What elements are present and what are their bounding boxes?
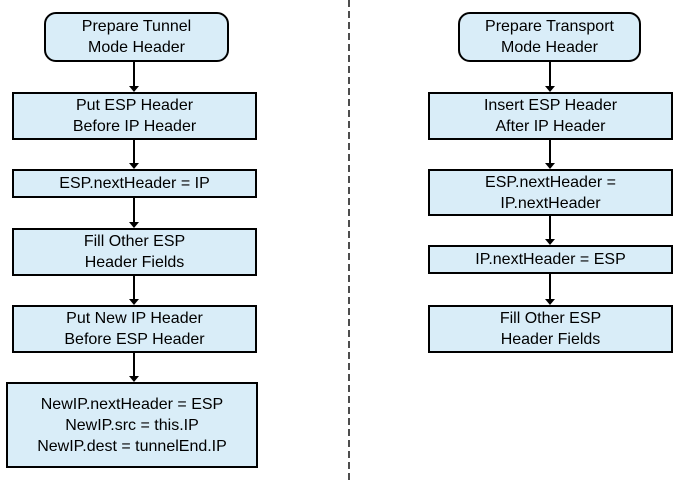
- tunnel-step-put-new-ip-header: Put New IP Header Before ESP Header: [12, 305, 257, 353]
- tunnel-step-newip-assignments: NewIP.nextHeader = ESP NewIP.src = this.…: [6, 382, 258, 468]
- tunnel-start-node: Prepare Tunnel Mode Header: [44, 12, 229, 62]
- transport-step-esp-nextheader: ESP.nextHeader = IP.nextHeader: [428, 169, 673, 216]
- tunnel-arrow-3: [133, 198, 135, 222]
- tunnel-step-esp-nextheader: ESP.nextHeader = IP: [12, 169, 257, 198]
- transport-arrow-4: [549, 274, 551, 299]
- tunnel-arrow-5: [133, 353, 135, 376]
- tunnel-arrow-4: [133, 276, 135, 299]
- transport-step-ip-nextheader: IP.nextHeader = ESP: [428, 245, 673, 274]
- transport-step-fill-other-fields: Fill Other ESP Header Fields: [428, 305, 673, 353]
- tunnel-arrow-2: [133, 140, 135, 163]
- tunnel-arrow-1: [133, 62, 135, 86]
- transport-arrow-1: [549, 62, 551, 86]
- dashed-divider-line: [348, 0, 350, 482]
- tunnel-step-fill-other-fields: Fill Other ESP Header Fields: [12, 228, 257, 276]
- transport-arrow-3: [549, 216, 551, 239]
- transport-arrow-2: [549, 140, 551, 163]
- transport-start-node: Prepare Transport Mode Header: [458, 12, 641, 62]
- transport-step-insert-esp-header: Insert ESP Header After IP Header: [428, 92, 673, 140]
- tunnel-step-put-esp-header: Put ESP Header Before IP Header: [12, 92, 257, 140]
